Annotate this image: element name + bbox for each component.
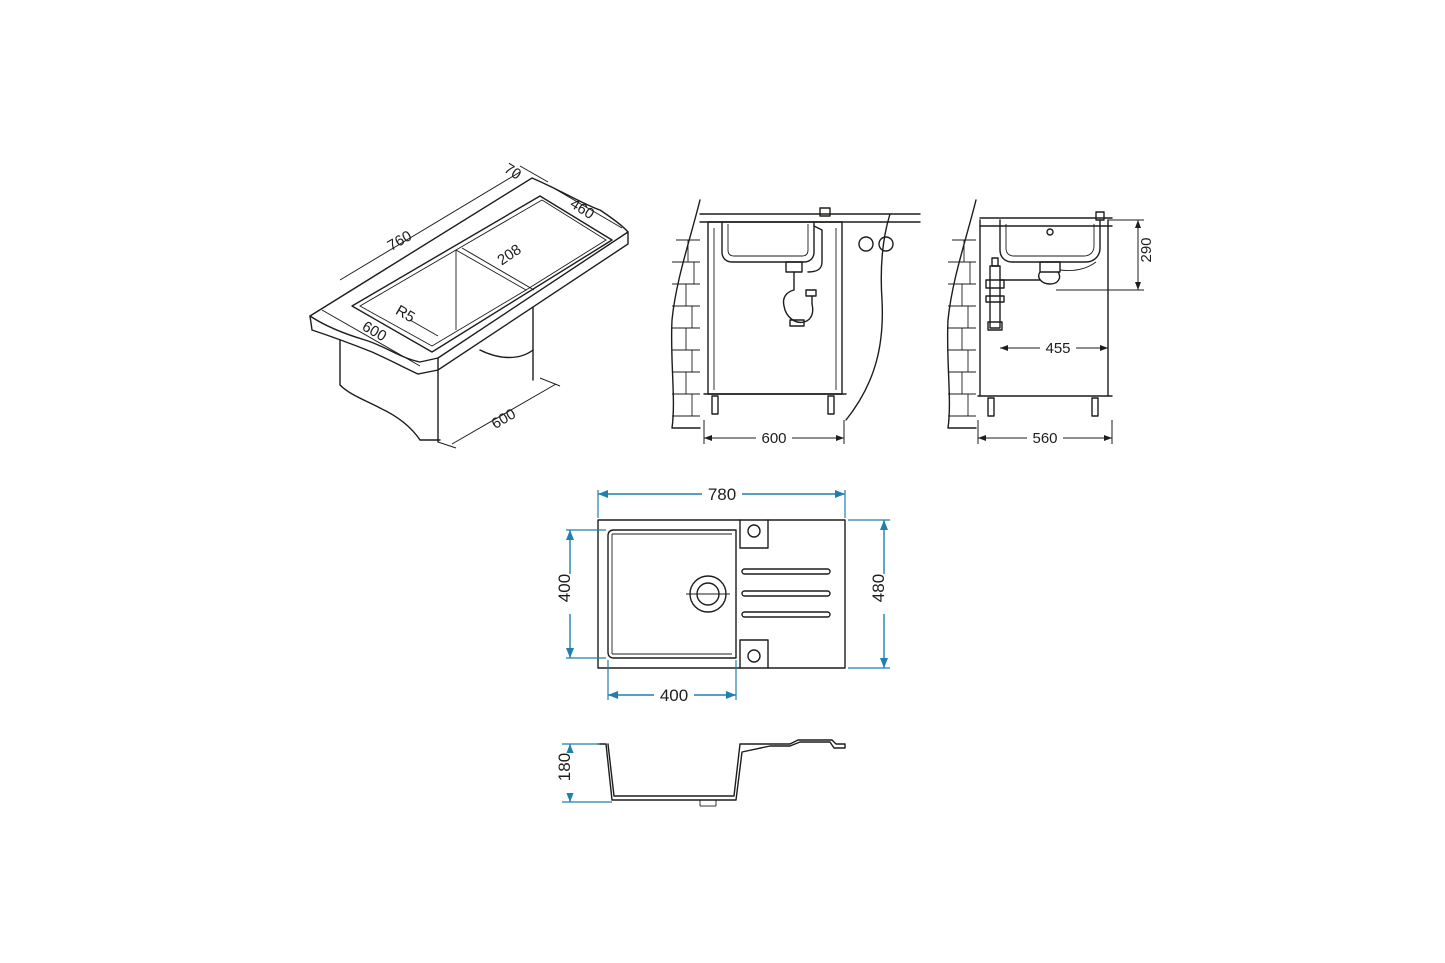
section-dim-180-label: 180 (555, 753, 574, 781)
front-dim-label-bg (756, 428, 792, 446)
side-dim-560-label-bg (1027, 428, 1063, 446)
side-leg-back (987, 397, 995, 417)
top-dim-400w-label: 400 (660, 686, 688, 705)
top-dim-480-arrow-top (880, 520, 888, 530)
top-dim-400w-label-bg (654, 685, 694, 705)
front-right-wall (845, 213, 891, 421)
dim-600-cabinet-ext2 (539, 377, 561, 387)
side-trap-bottom (987, 321, 1003, 331)
front-wall-bricks (672, 239, 700, 417)
side-dim-455-label: 455 (1045, 340, 1070, 357)
front-dim-arrow-left (704, 435, 712, 441)
top-drainer-groove-2 (741, 590, 831, 597)
side-leg-front (1091, 397, 1099, 417)
side-trap-nut-2 (985, 295, 1005, 303)
top-dim-480-label: 480 (869, 574, 888, 602)
side-overflow-hose (1059, 261, 1097, 271)
dim-600-cabinet-label: 600 (489, 405, 519, 432)
side-drain (1039, 261, 1061, 273)
front-socket-2 (878, 236, 894, 252)
front-siphon-bottom (789, 319, 805, 327)
cabinet-inner-wave (479, 349, 534, 359)
dim-70-line (519, 165, 549, 183)
side-dim-455-label-bg (1040, 338, 1076, 356)
side-trap-vertical (989, 265, 1001, 329)
side-dim-560-label: 560 (1032, 430, 1057, 447)
side-trap-nut-1 (985, 279, 1005, 289)
top-dim-480-label-bg (874, 574, 894, 614)
front-drain (785, 261, 803, 273)
front-sink-bowl (721, 221, 815, 263)
front-siphon-nut (805, 289, 817, 297)
section-dim-180-arrow-top (566, 744, 574, 754)
dim-760-line (339, 171, 521, 281)
dim-600-cabinet-line (451, 383, 557, 445)
top-dim-400w-arrow-right (726, 691, 736, 699)
front-wall-edge (670, 199, 701, 429)
top-sink-outline (597, 519, 846, 669)
top-dim-480-arrow-bottom (880, 658, 888, 668)
sink-outer-rim (351, 195, 613, 353)
dim-208-line (461, 247, 535, 291)
side-sink-bowl-inner (1005, 224, 1095, 257)
side-dim-455-arrow-left (1000, 345, 1008, 351)
dim-r5-leader (409, 319, 439, 337)
dim-70-label: 70 (501, 160, 524, 183)
top-tap-hole-top (747, 524, 761, 538)
side-overflow-hole (1046, 228, 1054, 236)
top-drainer-groove-3 (741, 611, 831, 618)
top-dim-400h-label-bg (560, 574, 580, 614)
section-dim-180-arrow-bottom (566, 792, 574, 802)
cabinet-left-wavy-edge (339, 339, 441, 441)
side-dim-290-arrow-top (1135, 220, 1141, 228)
front-dim-600-label: 600 (761, 430, 786, 447)
side-drain-cup (1038, 271, 1061, 285)
front-view: 600 (670, 199, 921, 447)
worktop-slab (309, 177, 629, 375)
top-dim-400h-arrow-top (566, 530, 574, 540)
top-dim-400w-arrow-left (608, 691, 618, 699)
section-view: 180 (555, 739, 846, 807)
top-drainer-groove-1 (741, 568, 831, 575)
front-overflow-pipe (807, 225, 823, 273)
side-view: 290 455 560 (946, 199, 1155, 447)
side-trap-cap (991, 257, 999, 267)
isometric-view: 70 460 760 208 R5 600 600 (309, 160, 629, 449)
section-dim-180-label-bg (560, 753, 580, 793)
front-dim-arrow-right (836, 435, 844, 441)
dim-600-top-line (321, 309, 421, 367)
top-dim-780-arrow-right (835, 490, 845, 498)
side-dim-560-arrow-left (978, 435, 986, 441)
top-bowl-outline (607, 529, 737, 659)
top-dim-400h-arrow-bottom (566, 648, 574, 658)
sink-drainer-outline (455, 199, 607, 291)
top-tap-hole-bottom (747, 649, 761, 663)
top-tap-recess-top (739, 519, 769, 549)
top-dim-400h-label: 400 (555, 574, 574, 602)
side-wall-bricks (948, 239, 976, 417)
side-tap (1095, 211, 1105, 221)
front-leg-right (827, 395, 835, 415)
top-dim-780-label: 780 (708, 485, 736, 504)
side-wall-edge (946, 199, 977, 429)
top-view: 780 480 400 400 (555, 484, 894, 705)
top-dim-780-arrow-left (598, 490, 608, 498)
front-leg-left (711, 395, 719, 415)
side-dim-560-arrow-right (1104, 435, 1112, 441)
side-dim-290-label: 290 (1138, 237, 1155, 262)
side-dim-290-arrow-bottom (1135, 282, 1141, 290)
dim-460-line (549, 185, 623, 229)
front-socket-1 (858, 236, 874, 252)
front-tap-hole (819, 207, 831, 217)
front-siphon-trap (782, 271, 814, 324)
front-sink-bowl-inner (727, 224, 809, 257)
dim-600-cabinet-ext1 (437, 441, 457, 449)
worktop-top-front-edge (309, 231, 629, 363)
section-profile (597, 739, 846, 801)
top-dim-780-label-bg (702, 484, 742, 504)
top-tap-recess-bottom (739, 639, 769, 669)
side-dim-455-arrow-right (1100, 345, 1108, 351)
